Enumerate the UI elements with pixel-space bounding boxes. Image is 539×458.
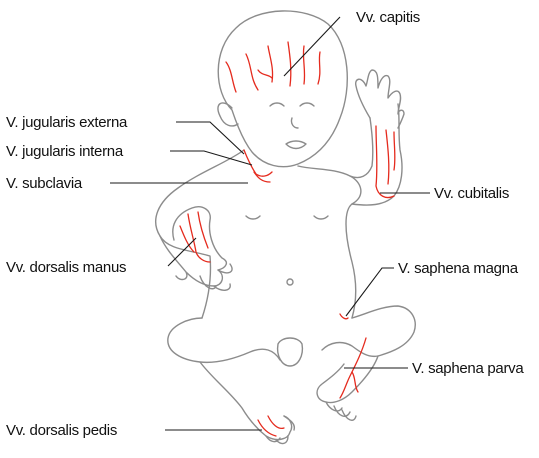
label-v-saphena-parva: V. saphena parva (412, 360, 524, 377)
vein-cubitalis-1 (376, 126, 394, 198)
left-hand-fingers (200, 264, 232, 290)
right-shin-outline (317, 356, 378, 403)
navel (287, 279, 293, 285)
vein-capitis-4 (288, 42, 291, 86)
label-v-jugularis-interna: V. jugularis interna (6, 143, 124, 160)
left-arm-outline (160, 207, 226, 286)
label-vv-dorsalis-manus: Vv. dorsalis manus (6, 259, 126, 276)
label-vv-dorsalis-pedis: Vv. dorsalis pedis (6, 422, 117, 439)
mouth (286, 141, 306, 149)
right-foot-toes (326, 402, 356, 420)
leader-v-saphena-magna (346, 268, 394, 316)
label-vv-cubitalis: Vv. cubitalis (434, 185, 509, 202)
torso-left-outline (156, 150, 244, 318)
head-outline (218, 11, 347, 167)
label-v-saphena-magna: V. saphena magna (398, 260, 519, 277)
vein-manus-2 (198, 212, 208, 248)
vein-capitis-1 (226, 62, 236, 92)
vein-capitis-6 (318, 52, 320, 84)
eye-right (300, 103, 314, 106)
right-hand-outline (356, 70, 404, 128)
vein-pedis-1 (258, 420, 276, 436)
vein-pedis-2 (268, 416, 284, 428)
left-thigh-outline (168, 318, 280, 362)
right-thigh-outline (322, 306, 415, 356)
vein-capitis-2 (246, 54, 258, 90)
labels: Vv. capitis V. jugularis externa V. jugu… (6, 9, 524, 439)
infant-body-outline (156, 11, 416, 444)
groin-outline (278, 338, 303, 366)
label-v-subclavia: V. subclavia (6, 175, 83, 192)
eye-left (270, 103, 284, 106)
label-v-jugularis-externa: V. jugularis externa (6, 114, 128, 131)
nipple-left (246, 216, 260, 219)
vein-capitis-5 (303, 46, 304, 84)
nipple-right (314, 216, 328, 219)
leader-vv-capitis (284, 17, 340, 76)
label-vv-capitis: Vv. capitis (356, 9, 420, 26)
vein-capitis-7 (258, 70, 272, 78)
torso-right-outline (298, 166, 361, 318)
vein-cubitalis-3 (394, 132, 395, 170)
vein-cubitalis-2 (386, 130, 389, 184)
nose (291, 118, 298, 128)
vein-manus-3 (180, 226, 194, 252)
leader-v-jugularis-externa (176, 122, 244, 154)
